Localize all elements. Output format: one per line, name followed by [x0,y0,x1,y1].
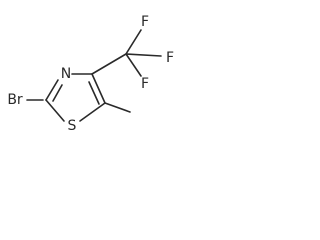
atom-label-bromine: Br [7,92,23,108]
atom-label-fluorine-top: F [141,14,149,30]
atom-label-layer: Br N S F F F [7,14,174,134]
bond-c-f-right [125,53,162,57]
bond-c5-methyl [104,102,131,113]
bond-layer [26,29,162,122]
bond-c4-cf3 [91,53,127,75]
bond-c4-c5-double [88,81,100,105]
bond-c-f-top [125,29,142,55]
molecule-structure: Br N S F F F [7,14,174,134]
bond-c2-n3-double [52,84,63,102]
bond-c-f-lower [125,53,142,77]
atom-label-sulfur: S [68,118,77,134]
atom-label-nitrogen: N [61,66,71,82]
bond-c5-s1 [79,102,106,122]
bond-c2-n3 [45,79,59,101]
atom-label-fluorine-right: F [166,50,174,66]
atom-label-fluorine-lower: F [141,76,149,92]
bond-c4-c5 [91,73,106,104]
bond-s1-c2 [45,99,65,122]
